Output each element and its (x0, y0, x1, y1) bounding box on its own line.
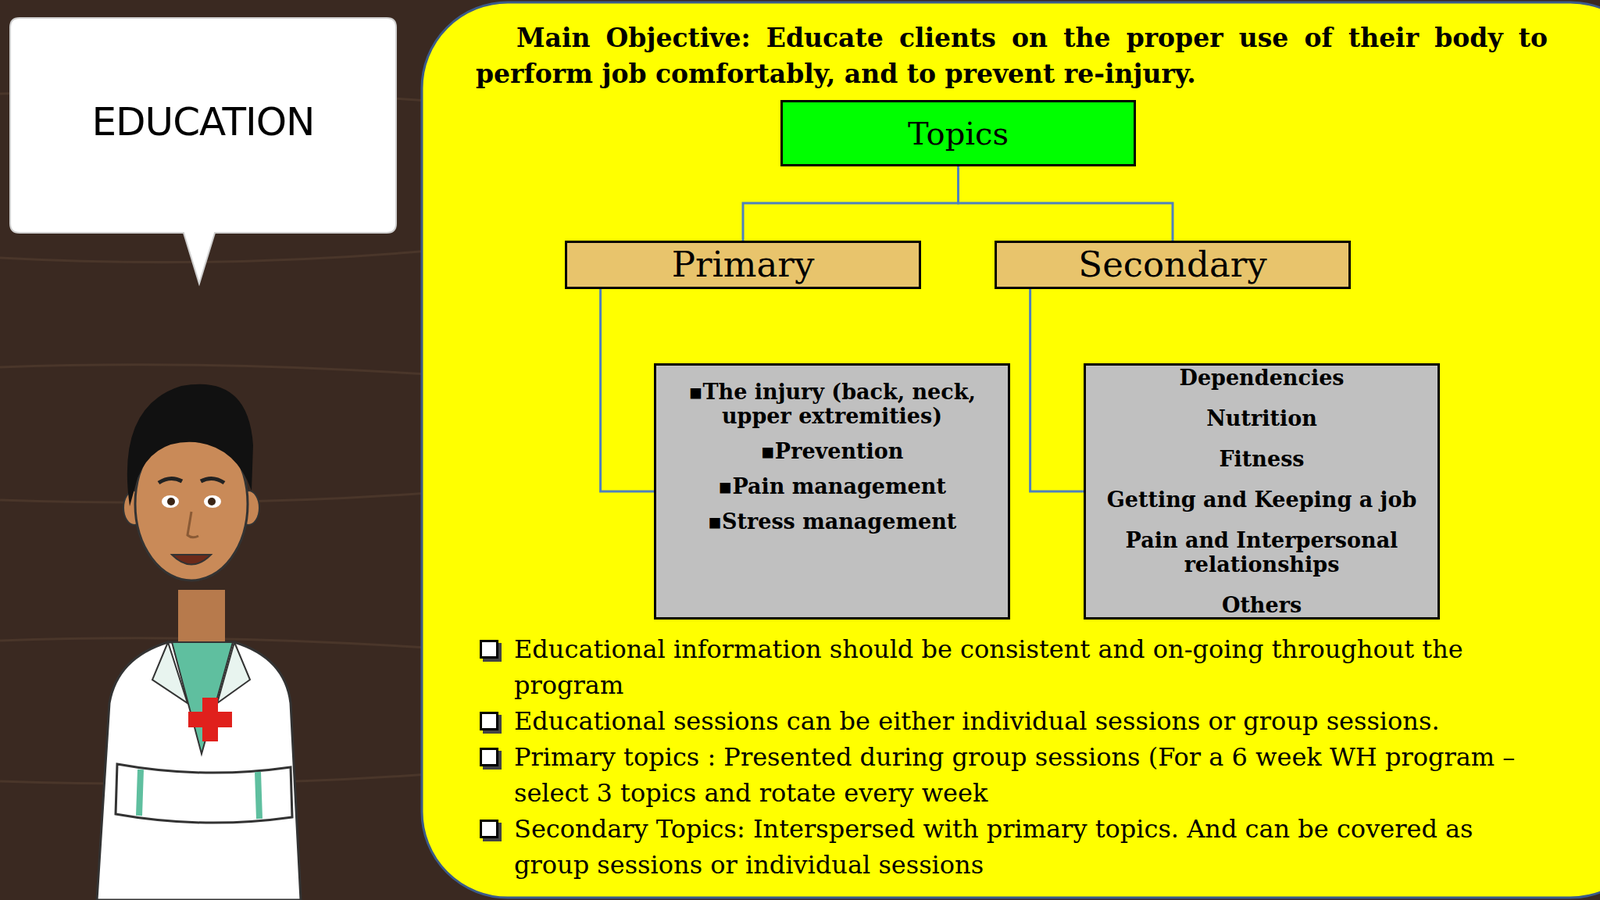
node-text: Pain and Interpersonal relationships (1093, 528, 1430, 577)
bullet-notes: Educational information should be consis… (514, 631, 1554, 883)
node-text: Dependencies (1178, 365, 1344, 390)
collar (152, 642, 250, 704)
pupil (167, 497, 175, 506)
neck (178, 589, 225, 649)
node-text: Others (1221, 592, 1302, 618)
node-text: ▪The injury (back, neck, upper extremiti… (667, 379, 997, 429)
white-coat (96, 642, 301, 900)
node-text: ▪Stress management (707, 509, 958, 534)
bullet-note: Educational sessions can be either indiv… (514, 703, 1554, 740)
connector-line (600, 289, 654, 492)
doctor-illustration (96, 384, 301, 900)
node-text: Fitness (1218, 446, 1304, 472)
topic-list-box: ▪The injury (back, neck, upper extremiti… (653, 363, 1011, 620)
node-text: Nutrition (1206, 406, 1318, 431)
mouth (171, 554, 211, 565)
topic-root-box: Topics (780, 100, 1136, 167)
node-text: ▪Pain management (717, 474, 947, 499)
node-text: EDUCATION (92, 100, 315, 146)
eye (161, 495, 179, 508)
yellow-panel (421, 2, 1600, 898)
hair (127, 384, 254, 507)
red-cross (188, 711, 233, 728)
node-text: Topics (907, 115, 1009, 152)
category-box: Primary (564, 240, 922, 290)
nose (187, 511, 199, 538)
category-box: Secondary (994, 240, 1351, 290)
bullet-note: Educational information should be consis… (514, 631, 1554, 704)
eyebrows (158, 478, 225, 483)
bullet-note: Primary topics : Presented during group … (514, 739, 1554, 811)
eye (203, 495, 222, 508)
node-text: Primary (671, 244, 815, 286)
node-text: Getting and Keeping a job (1107, 487, 1418, 512)
node-text: Secondary (1078, 244, 1267, 286)
connector-line (1030, 289, 1084, 492)
objective-heading: Main Objective: Educate clients on the p… (475, 20, 1548, 93)
node-text: ▪Prevention (760, 439, 904, 464)
connector-line (958, 166, 1174, 241)
bubble-shape (10, 17, 397, 284)
connector-line (742, 166, 959, 241)
crossed-arms (115, 764, 293, 823)
speech-bubble: EDUCATION (10, 17, 397, 233)
sleeve-cuff (139, 769, 260, 819)
pupil (207, 497, 216, 506)
bullet-note: Secondary Topics: Interspersed with prim… (514, 810, 1554, 883)
topic-list-box: DependenciesNutritionFitnessGetting and … (1083, 363, 1440, 620)
